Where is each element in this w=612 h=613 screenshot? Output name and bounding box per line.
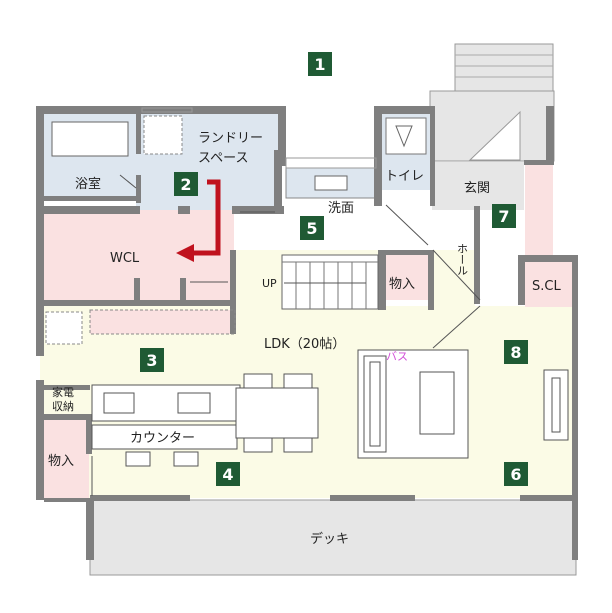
room-label-hall: ホール [456, 243, 469, 276]
dining-chair [283, 373, 313, 389]
toilet-fixture [385, 117, 427, 155]
storage-left-floor [44, 420, 89, 498]
dining-chair [243, 437, 273, 453]
badge-1: 1 [308, 52, 332, 76]
coffee-table [419, 371, 455, 435]
svg-text:3: 3 [146, 351, 157, 370]
dining-table [235, 387, 319, 439]
badge-6: 6 [504, 462, 528, 486]
room-label-deck: デッキ [310, 531, 349, 547]
deck [89, 499, 577, 576]
room-label-washroom: 洗面 [328, 201, 354, 216]
room-label-storage-left: 物入 [48, 454, 74, 469]
room-label-laundry: スペース [198, 151, 248, 166]
room-label-counter: カウンター [130, 431, 195, 446]
cooktop [177, 392, 211, 414]
tv [551, 377, 561, 433]
svg-text:1: 1 [314, 55, 325, 74]
svg-text:6: 6 [510, 465, 521, 484]
scl-floor [525, 262, 572, 307]
svg-text:4: 4 [222, 465, 233, 484]
door-swings [91, 174, 481, 496]
staircase [281, 254, 379, 310]
badge-4: 4 [216, 462, 240, 486]
washbasin [314, 175, 348, 191]
badge-7: 7 [492, 204, 516, 228]
badge-5: 5 [300, 216, 324, 240]
pantry-floor [90, 310, 235, 334]
hall-floor [430, 250, 475, 310]
room-label-appliance: 収納 [52, 400, 74, 413]
bathtub [51, 121, 129, 157]
bath-annotation: バス [386, 350, 408, 363]
badge-8: 8 [504, 340, 528, 364]
entrance-side-floor [525, 165, 553, 255]
badge-2: 2 [174, 172, 198, 196]
room-label-appliance: 家電 [52, 385, 74, 399]
room-label-entrance: 玄関 [464, 181, 490, 196]
sink [103, 392, 135, 414]
badge-3: 3 [140, 348, 164, 372]
toilet-icon [395, 125, 413, 148]
svg-text:8: 8 [510, 343, 521, 362]
laundry-appliance [143, 115, 183, 155]
room-label-bath: 浴室 [75, 176, 101, 192]
room-label-wcl: WCL [110, 251, 140, 266]
exterior-steps [429, 43, 555, 162]
svg-text:5: 5 [306, 219, 317, 238]
pantry-shelf [89, 309, 236, 335]
room-label-laundry: ランドリー [198, 131, 263, 146]
walls [36, 106, 578, 560]
entrance-floor [432, 162, 524, 210]
counter-bar [91, 424, 238, 450]
room-label-storage-top: 物入 [389, 277, 415, 292]
counter-stool [173, 451, 199, 467]
counter-stool [125, 451, 151, 467]
windows [141, 107, 377, 169]
dining-chair [243, 373, 273, 389]
svg-text:2: 2 [180, 175, 191, 194]
circulation-arrow [176, 179, 221, 262]
stair-up-label: UP [262, 277, 277, 290]
room-label-scl: S.CL [532, 279, 561, 294]
dining-chair [283, 437, 313, 453]
storage-top-floor [385, 255, 430, 300]
room-label-ldk: LDK（20帖） [264, 337, 345, 352]
fridge-space [45, 311, 83, 345]
room-label-toilet: トイレ [385, 169, 424, 184]
svg-text:7: 7 [498, 207, 509, 226]
